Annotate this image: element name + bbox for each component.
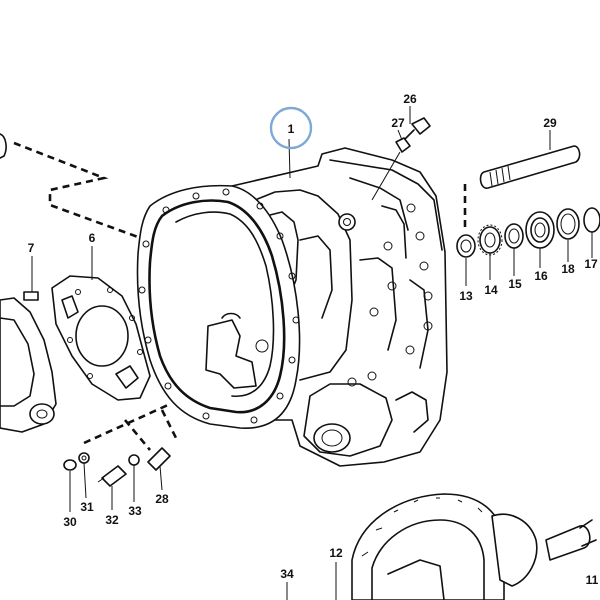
left-adjacent-housing: [0, 133, 57, 433]
gear-assembly-bottom: [286, 493, 597, 600]
highlight-ring: [269, 106, 313, 150]
label-part-34[interactable]: 34: [280, 567, 294, 581]
label-part-32[interactable]: 32: [105, 513, 119, 527]
gear-part-14[interactable]: [477, 224, 503, 256]
sensor-part-32[interactable]: [97, 465, 127, 487]
label-part-11[interactable]: 11: [586, 573, 599, 587]
label-part-31[interactable]: 31: [80, 500, 94, 514]
sensor-part-28[interactable]: [147, 447, 171, 471]
bearing-part-16[interactable]: [525, 211, 555, 249]
label-part-33[interactable]: 33: [128, 504, 142, 518]
label-part-26[interactable]: 26: [403, 92, 417, 106]
label-part-29[interactable]: 29: [543, 116, 557, 130]
plug-part-30[interactable]: [63, 459, 77, 471]
circlip-part-18[interactable]: [556, 208, 580, 240]
seal-part-17[interactable]: [583, 207, 600, 233]
assembly-guide-lines: [13, 141, 467, 451]
shaft-part-29[interactable]: [479, 145, 581, 189]
bolt-part-7[interactable]: [23, 256, 39, 301]
sensor-part-26[interactable]: [403, 117, 431, 141]
label-part-12[interactable]: 12: [329, 546, 343, 560]
label-part-1[interactable]: 1: [288, 122, 295, 136]
label-part-30[interactable]: 30: [63, 515, 77, 529]
part-labels: 1 26 27 29 7 6 13 14 15 16 18 17 30 31 3…: [28, 92, 599, 587]
label-part-14[interactable]: 14: [484, 283, 498, 297]
label-part-16[interactable]: 16: [534, 269, 548, 283]
label-part-27[interactable]: 27: [391, 116, 405, 130]
leader-lines: [69, 106, 593, 512]
label-part-13[interactable]: 13: [459, 289, 473, 303]
label-part-28[interactable]: 28: [155, 492, 169, 506]
label-part-6[interactable]: 6: [89, 231, 96, 245]
bell-housing-flange: [136, 184, 301, 429]
gasket-plate[interactable]: [51, 275, 151, 401]
label-part-15[interactable]: 15: [508, 277, 522, 291]
washer-part-33[interactable]: [128, 454, 140, 466]
label-part-17[interactable]: 17: [584, 257, 598, 271]
ring-part-15[interactable]: [504, 223, 524, 249]
washer-part-13[interactable]: [456, 234, 476, 258]
label-part-18[interactable]: 18: [561, 262, 575, 276]
washer-part-31[interactable]: [78, 452, 90, 464]
label-part-7[interactable]: 7: [28, 241, 35, 255]
